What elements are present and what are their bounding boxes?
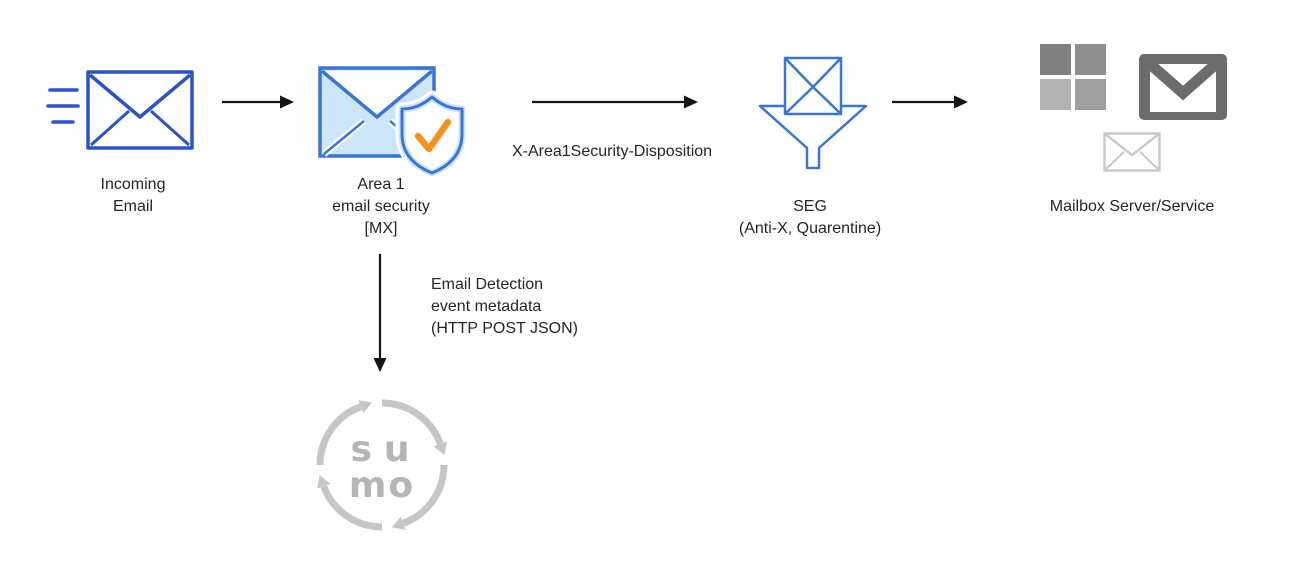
label-line: event metadata — [431, 298, 542, 315]
arrow-incoming-to-area1 — [222, 95, 294, 109]
area1-email-security-icon — [318, 66, 468, 180]
incoming-email-icon — [46, 70, 194, 150]
label-line: email security — [332, 198, 430, 215]
arrow-area1-to-sumo — [373, 254, 387, 372]
label-line: Email Detection — [431, 276, 544, 293]
arrow-seg-to-mailbox — [892, 95, 968, 109]
small-envelope-icon — [1103, 132, 1161, 172]
label-line: SEG — [793, 198, 827, 215]
shield-check-icon — [395, 90, 468, 180]
label-line: (Anti-X, Quarentine) — [738, 220, 882, 237]
disposition-edge-label: X-Area1Security-Disposition — [511, 143, 713, 160]
arrow-area1-to-seg — [532, 95, 698, 109]
mailbox-label: Mailbox Server/Service — [1049, 198, 1215, 215]
seg-label: SEG (Anti-X, Quarentine) — [739, 196, 881, 240]
label-line: [MX] — [364, 220, 398, 237]
label-line: (HTTP POST JSON) — [431, 320, 578, 337]
sumo-text-top: su — [350, 429, 421, 470]
envelope-icon — [86, 70, 194, 150]
label-line: Incoming — [100, 176, 166, 193]
label-line: Area 1 — [357, 176, 405, 193]
incoming-email-label: Incoming Email — [101, 174, 166, 218]
microsoft-logo-icon — [1040, 44, 1106, 110]
funnel-icon — [758, 104, 868, 170]
sumo-logic-logo-icon: su mo — [307, 390, 457, 540]
motion-lines-icon — [46, 88, 80, 124]
area1-label: Area 1 email security [MX] — [332, 174, 430, 240]
seg-icon — [758, 56, 868, 170]
label-line: Email — [112, 198, 154, 215]
gmail-logo-icon — [1139, 54, 1227, 120]
sumo-text-bottom: mo — [349, 465, 415, 506]
envelope-icon — [783, 56, 843, 116]
detection-edge-label: Email Detection event metadata (HTTP POS… — [431, 274, 578, 340]
